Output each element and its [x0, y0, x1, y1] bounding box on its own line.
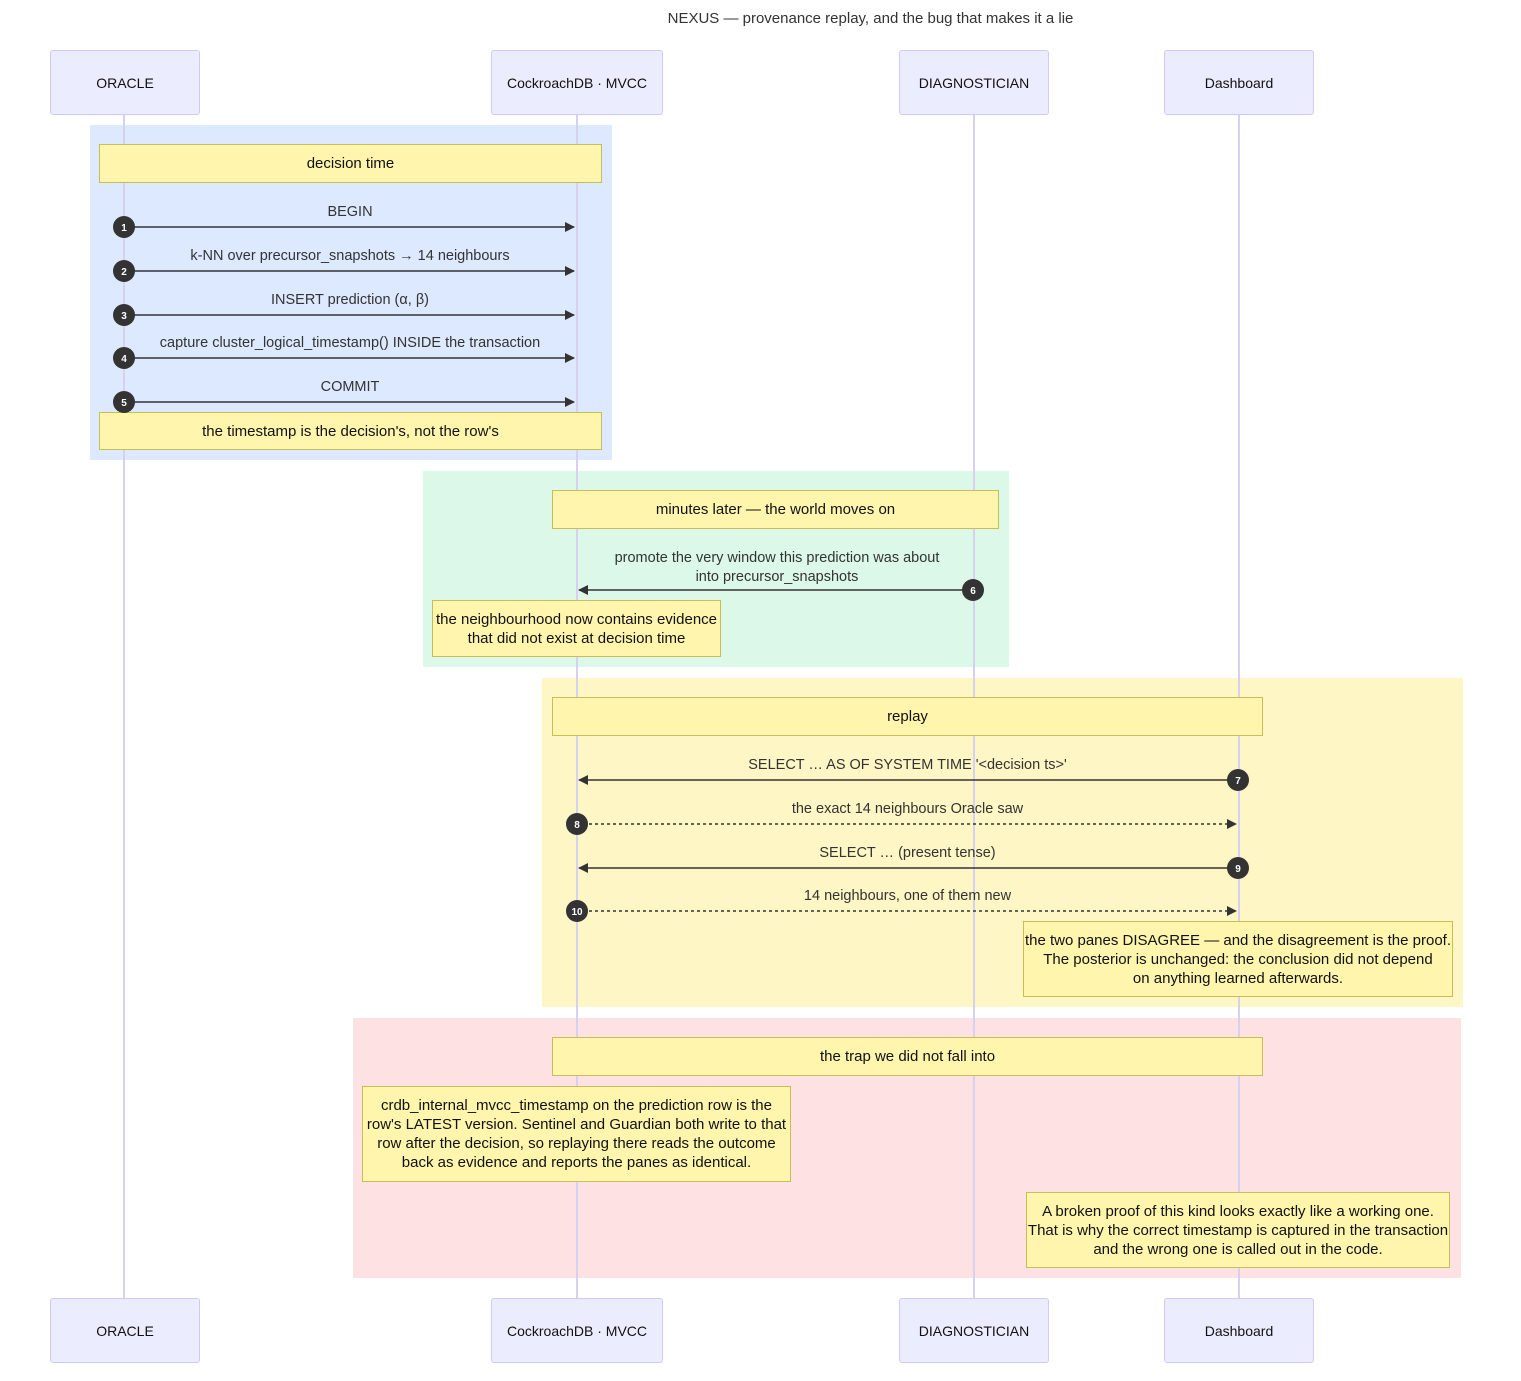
- sequence-number-9: [1227, 857, 1249, 879]
- note-broken-proof: A broken proof of this kind looks exactl…: [1026, 1192, 1450, 1268]
- sequence-number-4: [113, 347, 135, 369]
- svg-text:2: 2: [121, 267, 127, 278]
- message-label-6: promote the very window this prediction …: [614, 550, 940, 585]
- note-decision-time: decision time: [99, 144, 602, 183]
- sequence-number-10: [566, 900, 588, 922]
- svg-text:6: 6: [970, 586, 976, 597]
- message-label-5: COMMIT: [320, 379, 380, 395]
- lifeline-oracle: [123, 115, 125, 1298]
- actor-dashboard-bottom: Dashboard: [1164, 1298, 1314, 1363]
- note-replay: replay: [552, 697, 1263, 736]
- sequence-number-5: [113, 391, 135, 413]
- svg-text:10: 10: [571, 907, 583, 918]
- message-label-3: INSERT prediction (α, β): [270, 292, 429, 308]
- sequence-number-7: [1227, 769, 1249, 791]
- sequence-number-1: [113, 216, 135, 238]
- sequence-number-3: [113, 304, 135, 326]
- sequence-number-2: [113, 260, 135, 282]
- diagram-title: NEXUS — provenance replay, and the bug t…: [667, 10, 1074, 27]
- message-label-4: capture cluster_logical_timestamp() INSI…: [159, 335, 541, 351]
- svg-text:5: 5: [121, 398, 127, 409]
- note-trap: the trap we did not fall into: [552, 1037, 1263, 1076]
- message-label-9: SELECT … (present tense): [819, 845, 996, 861]
- message-label-7: SELECT … AS OF SYSTEM TIME '<decision ts…: [748, 757, 1067, 773]
- note-timestamp: the timestamp is the decision's, not the…: [99, 412, 602, 450]
- svg-text:1: 1: [121, 223, 127, 234]
- sequence-number-6: [962, 579, 984, 601]
- actor-cockroachdb-bottom: CockroachDB · MVCC: [491, 1298, 663, 1363]
- svg-text:3: 3: [121, 311, 127, 322]
- note-minutes-later: minutes later — the world moves on: [552, 490, 999, 529]
- message-label-10: 14 neighbours, one of them new: [803, 888, 1012, 904]
- svg-text:7: 7: [1235, 776, 1241, 787]
- message-label-2: k-NN over precursor_snapshots → 14 neigh…: [190, 248, 510, 264]
- actor-dashboard-top: Dashboard: [1164, 50, 1314, 115]
- message-label-1: BEGIN: [327, 204, 373, 220]
- svg-text:8: 8: [574, 820, 580, 831]
- actor-oracle-top: ORACLE: [50, 50, 200, 115]
- actor-diagnostician-top: DIAGNOSTICIAN: [899, 50, 1049, 115]
- svg-text:9: 9: [1235, 864, 1241, 875]
- note-neighbourhood: the neighbourhood now contains evidence …: [432, 600, 721, 657]
- note-mvcc-trap: crdb_internal_mvcc_timestamp on the pred…: [362, 1086, 791, 1182]
- actor-cockroachdb-top: CockroachDB · MVCC: [491, 50, 663, 115]
- note-disagree: the two panes DISAGREE — and the disagre…: [1023, 921, 1453, 997]
- message-label-8: the exact 14 neighbours Oracle saw: [791, 801, 1024, 817]
- svg-text:4: 4: [121, 354, 127, 365]
- actor-oracle-bottom: ORACLE: [50, 1298, 200, 1363]
- sequence-number-8: [566, 813, 588, 835]
- actor-diagnostician-bottom: DIAGNOSTICIAN: [899, 1298, 1049, 1363]
